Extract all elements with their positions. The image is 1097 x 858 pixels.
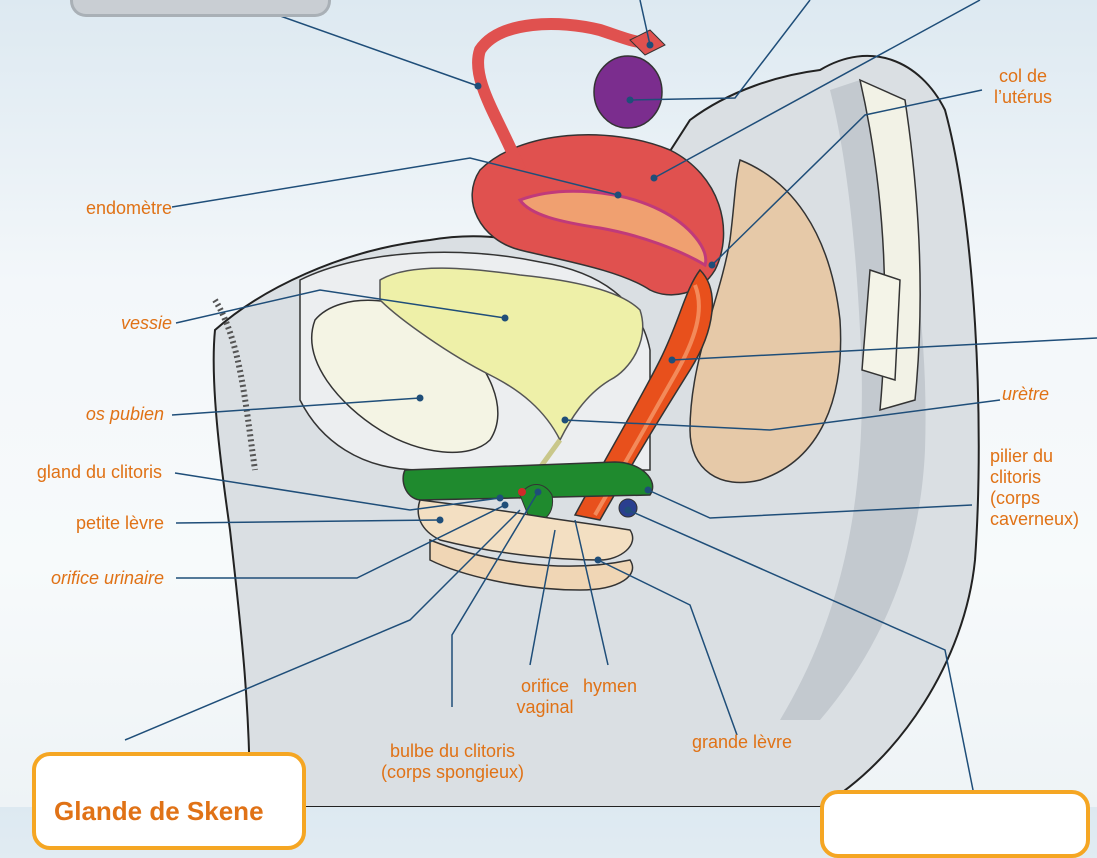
label-orifice-vaginal: orifice vaginal [505,676,585,718]
label-pilier-line3: (corps [990,488,1079,509]
label-os-pubien: os pubien [86,404,164,425]
urinary-orifice-marker [518,488,526,496]
callout-box-right [820,790,1090,858]
label-bulbe-line2: (corps spongieux) [360,762,545,783]
callout-box-title: Glande de Skene [54,796,264,827]
top-label-tab [70,0,331,17]
label-orifice-urinaire: orifice urinaire [51,568,164,589]
label-col-uterus-line1: col de [988,66,1058,87]
label-orifice-vaginal-line1: orifice [505,676,585,697]
label-orifice-vaginal-line2: vaginal [505,697,585,718]
label-col-uterus: col de l’utérus [988,66,1058,108]
label-gland-clitoris: gland du clitoris [37,462,162,483]
label-hymen: hymen [583,676,637,697]
label-vessie: vessie [121,313,172,334]
label-pilier-line2: clitoris [990,467,1079,488]
label-petite-levre: petite lèvre [76,513,164,534]
label-grande-levre: grande lèvre [692,732,792,753]
label-bulbe-clitoris: bulbe du clitoris (corps spongieux) [360,741,545,783]
callout-box-skene: Glande de Skene [32,752,306,850]
ovary [594,56,662,128]
label-pilier-line1: pilier du [990,446,1079,467]
label-pilier-clitoris: pilier du clitoris (corps caverneux) [990,446,1079,530]
label-pilier-line4: caverneux) [990,509,1079,530]
label-col-uterus-line2: l’utérus [988,87,1058,108]
label-endometre: endomètre [86,198,172,219]
label-uretre: urètre [1002,384,1049,405]
label-bulbe-line1: bulbe du clitoris [360,741,545,762]
